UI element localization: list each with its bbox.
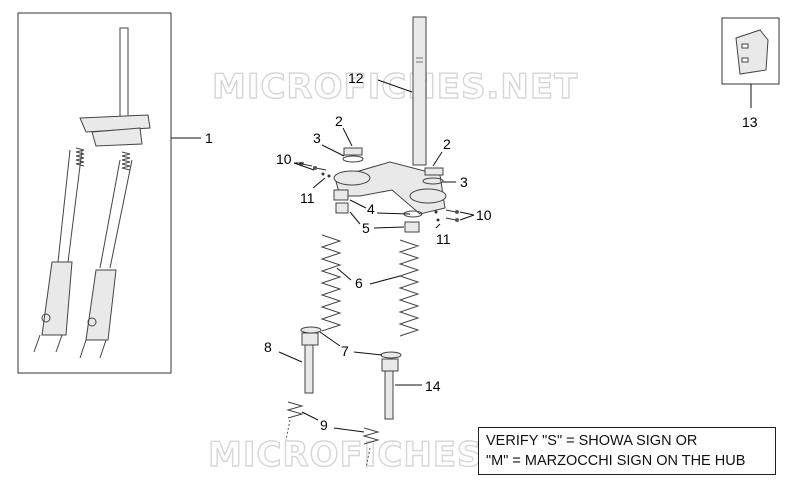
callout-10-right: 10: [476, 207, 492, 223]
part-8-damper-rod: [301, 332, 319, 394]
callout-2-left: 2: [335, 113, 343, 129]
callout-7: 7: [341, 343, 349, 359]
part-6-spring-right: [398, 239, 420, 337]
part-9-spring-left: [286, 401, 304, 419]
callout-3-right: 3: [460, 174, 468, 190]
callout-11-left: 11: [300, 190, 315, 206]
part-10-bolts-right: [445, 209, 459, 222]
part-2-cap-left: [343, 147, 363, 156]
callout-3-left: 3: [313, 130, 321, 146]
callout-2-right: 2: [443, 136, 451, 152]
hub-sign-note-box: VERIFY "S" = SHOWA SIGN OR "M" = MARZOCC…: [478, 427, 776, 475]
fork-assembly-box: [17, 12, 172, 374]
callout-12: 12: [348, 70, 364, 86]
callout-14: 14: [425, 378, 441, 394]
part-5-bushing-right: [404, 221, 420, 233]
part-9-spring-right: [362, 427, 380, 445]
part-13-bracket: [721, 17, 780, 85]
callout-11-right: 11: [436, 231, 451, 247]
part-7-washer-left: [300, 326, 322, 334]
part-3-ring-left: [342, 155, 364, 163]
part-7-washer-right: [380, 351, 402, 359]
callout-6: 6: [355, 275, 363, 291]
callout-13: 13: [742, 114, 758, 130]
callout-4: 4: [367, 201, 375, 217]
part-4-bushing-left: [333, 189, 349, 201]
watermark-top: MICROFICHES.NET: [212, 67, 578, 107]
part-11-washers: [321, 172, 440, 222]
note-line-1: VERIFY "S" = SHOWA SIGN OR: [486, 433, 698, 449]
callout-1: 1: [205, 130, 213, 146]
note-line-2: "M" = MARZOCCHI SIGN ON THE HUB: [486, 453, 746, 469]
part-14-damper-rod: [381, 358, 399, 420]
part-12-steering-stem: [412, 16, 427, 166]
part-5-bushing-left: [335, 202, 349, 214]
lower-crown: [333, 161, 447, 215]
part-2-cap-right: [424, 167, 444, 176]
part-3-ring-right: [422, 177, 444, 185]
callout-10-left: 10: [276, 151, 292, 167]
callout-5: 5: [362, 220, 370, 236]
part-6-spring-left: [320, 234, 342, 332]
callout-9: 9: [320, 417, 328, 433]
callout-8: 8: [264, 339, 272, 355]
